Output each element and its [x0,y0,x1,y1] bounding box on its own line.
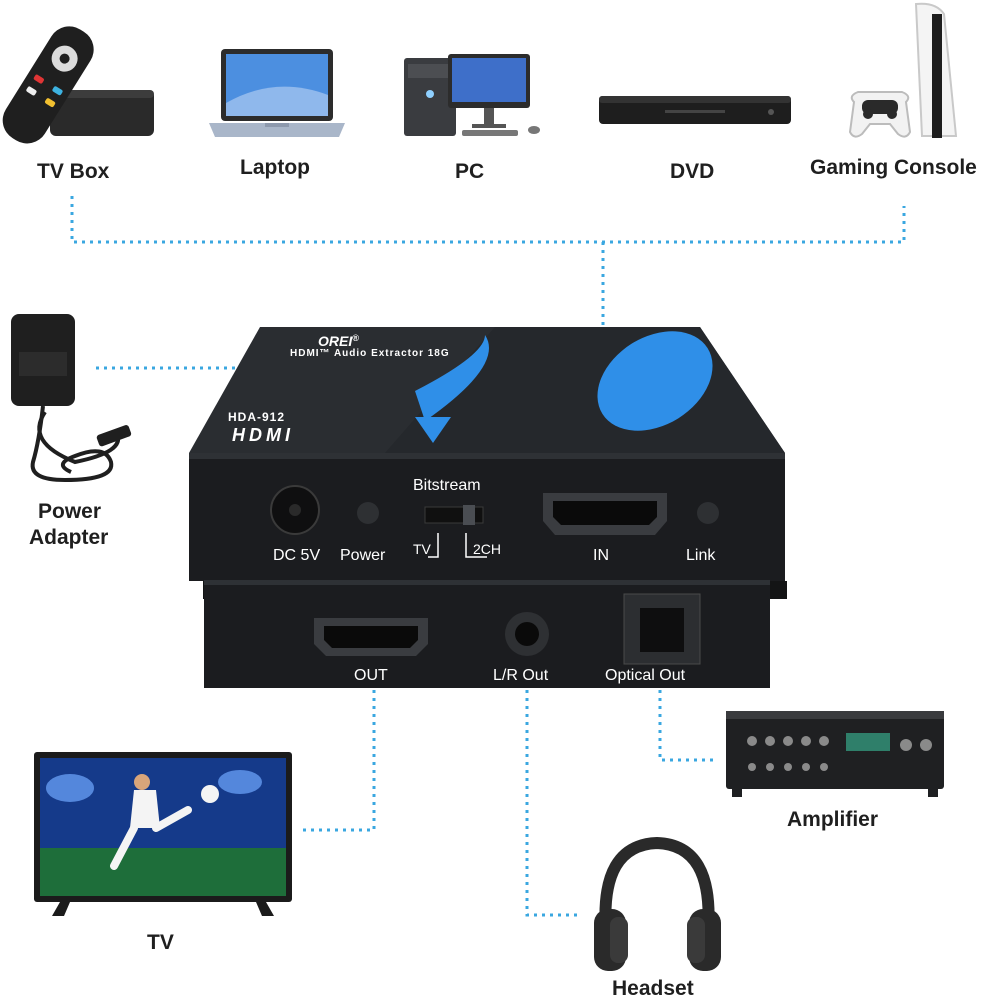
dvd-label: DVD [670,160,715,183]
laptop-label: Laptop [240,156,310,179]
amplifier-icon [726,711,944,797]
out-to-tv-line [300,690,376,832]
power-label-line2: Adapter [29,526,109,549]
switch-2ch-label: 2CH [473,541,502,557]
pc-icon [404,54,540,136]
lr-out-label: L/R Out [493,667,549,684]
dc-port-label: DC 5V [273,547,321,564]
product-line-text: HDMI™ Audio Extractor 18G [290,348,450,359]
optical-to-amp-line [658,690,718,762]
tv-icon [34,752,292,916]
optical-out-label: Optical Out [605,667,686,684]
audio-extractor-device [189,327,787,599]
tv-box-label: TV Box [37,160,110,183]
power-led-label: Power [340,547,386,564]
brand-logo: OREI® [318,333,359,349]
hdmi-out-label: OUT [354,667,388,684]
power-label-line1: Power [38,500,102,523]
laptop-icon [209,49,345,137]
hdmi-logo: HDMI [232,425,294,445]
bitstream-switch-title: Bitstream [413,477,481,494]
headset-label: Headset [612,977,694,1000]
tv-label: TV [147,931,174,954]
tv-box-icon [2,26,154,144]
link-led-label: Link [686,547,716,564]
amplifier-label: Amplifier [787,808,879,831]
audio-extractor-rear-panel [204,580,770,688]
hdmi-in-label: IN [593,547,609,564]
model-text: HDA-912 [228,410,286,424]
switch-tv-label: TV [413,541,431,557]
dvd-player-icon [599,96,791,124]
headset-icon [594,836,721,971]
source-bus-line [70,196,906,244]
gaming-console-label: Gaming Console [810,156,977,179]
gaming-console-icon [848,2,958,138]
power-adapter-icon [11,314,132,483]
pc-label: PC [455,160,485,183]
lr-to-headset-line [525,690,580,917]
